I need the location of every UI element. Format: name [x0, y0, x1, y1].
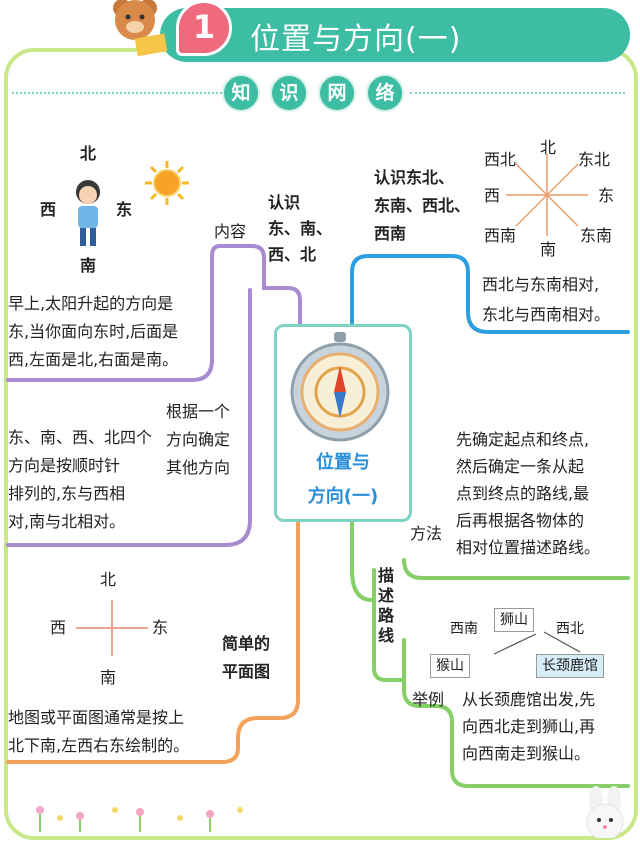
route-arrows — [493, 631, 581, 655]
plan-north-label: 北 — [100, 570, 117, 589]
rose-northwest: 西北 — [484, 150, 517, 169]
example-text-line: 向西南走到猴山。 — [462, 744, 591, 763]
example-text: 从长颈鹿馆出发,先 向西北走到狮山,再 向西南走到猴山。 — [462, 686, 595, 767]
lesson-number-badge: 1 — [176, 0, 232, 56]
plan-axes-diagram — [76, 600, 148, 656]
section-chip: 络 — [366, 74, 404, 112]
method-text-line: 点到终点的路线,最 — [456, 484, 590, 503]
lion-hill-tag: 狮山 — [494, 608, 534, 632]
plan-south-label: 南 — [100, 668, 117, 687]
rose-west: 西 — [484, 186, 501, 205]
sunrise-note-line: 早上,太阳升起的方向是 — [8, 294, 174, 313]
plan-note: 地图或平面图通常是按上 北下南,左西右东绘制的。 — [8, 704, 189, 760]
route-topic-char: 线 — [378, 626, 395, 645]
determine-direction-line: 其他方向 — [166, 458, 231, 477]
method-text: 先确定起点和终点, 然后确定一条从起 点到终点的路线,最 后再根据各物体的 相对… — [456, 426, 600, 561]
content-topic-line: 西、北 — [268, 245, 317, 264]
route-topic-char: 路 — [378, 606, 395, 625]
plan-east-label: 东 — [152, 618, 169, 637]
figure-south-label: 南 — [80, 256, 97, 275]
content-topic-line: 东、南、 — [268, 219, 333, 238]
central-topic-line2: 方向(一) — [307, 486, 379, 507]
section-chip: 识 — [270, 74, 308, 112]
giraffe-house-tag: 长颈鹿馆 — [536, 654, 604, 678]
compass-rose-diagram — [506, 154, 588, 236]
figure-north-label: 北 — [80, 144, 97, 163]
boy-figure-icon — [76, 180, 100, 246]
plan-west-label: 西 — [50, 618, 67, 637]
method-text-line: 后再根据各物体的 — [456, 511, 585, 530]
route-topic-char: 描 — [378, 566, 395, 585]
plan-topic-line: 简单的 — [222, 634, 271, 653]
flowers-decoration-icon — [36, 806, 243, 832]
determine-direction-line: 方向确定 — [166, 430, 231, 449]
determine-direction-label: 根据一个 方向确定 其他方向 — [166, 398, 230, 482]
sunrise-note-line: 东,当你面向东时,后面是 — [8, 322, 179, 341]
sunrise-note-line: 西,左面是北,右面是南。 — [8, 350, 179, 369]
opposite-directions-note: 西北与东南相对, 东北与西南相对。 — [482, 270, 610, 330]
rose-southeast: 东南 — [580, 226, 613, 245]
opposite-directions-line: 东北与西南相对。 — [482, 305, 611, 324]
direction-nw-label: 西北 — [556, 621, 584, 637]
determine-direction-line: 根据一个 — [166, 402, 231, 421]
clockwise-note-line: 排列的,东与西相 — [8, 484, 126, 503]
central-topic-label: 位置与 方向(一) — [274, 446, 412, 514]
route-topic-char: 述 — [378, 586, 395, 605]
rose-east: 东 — [598, 186, 615, 205]
title-banner — [160, 8, 630, 62]
clockwise-note-line: 对,南与北相对。 — [8, 512, 126, 531]
example-label: 举例 — [412, 690, 445, 709]
rose-south: 南 — [540, 240, 557, 259]
divider-right — [410, 92, 625, 94]
route-topic: 描 述 路 线 — [378, 566, 398, 646]
compass-icon — [290, 332, 390, 442]
clockwise-note-line: 方向是按顺时针 — [8, 456, 121, 475]
clockwise-note-line: 东、南、西、北四个 — [8, 428, 153, 447]
eight-direction-topic-line: 西南 — [374, 224, 407, 243]
bear-mascot-icon — [113, 0, 168, 56]
eight-direction-topic-line: 认识东北、 — [374, 168, 455, 187]
figure-east-label: 东 — [116, 200, 133, 219]
method-text-line: 先确定起点和终点, — [456, 430, 590, 449]
method-label: 方法 — [410, 524, 443, 543]
plan-note-line: 地图或平面图通常是按上 — [8, 708, 185, 727]
plan-topic-line: 平面图 — [222, 662, 271, 681]
opposite-directions-line: 西北与东南相对, — [482, 275, 600, 294]
rose-southwest: 西南 — [484, 226, 517, 245]
eight-direction-topic: 认识东北、 东南、西北、 西南 — [374, 164, 470, 248]
page-title: 位置与方向(一) — [250, 22, 462, 57]
bunny-mascot-icon — [586, 786, 624, 838]
example-text-line: 向西北走到狮山,再 — [462, 717, 596, 736]
monkey-hill-tag: 猴山 — [430, 654, 470, 678]
content-topic: 认识 东、南、 西、北 — [268, 190, 332, 268]
rose-north: 北 — [540, 138, 557, 157]
direction-sw-label: 西南 — [450, 621, 478, 637]
rose-northeast: 东北 — [578, 150, 611, 169]
example-text-line: 从长颈鹿馆出发,先 — [462, 690, 596, 709]
clockwise-note: 东、南、西、北四个 方向是按顺时针 排列的,东与西相 对,南与北相对。 — [8, 424, 152, 536]
method-text-line: 相对位置描述路线。 — [456, 538, 601, 557]
method-text-line: 然后确定一条从起 — [456, 457, 585, 476]
content-topic-line: 认识 — [268, 193, 301, 212]
plan-topic: 简单的 平面图 — [222, 630, 270, 686]
content-label: 内容 — [214, 222, 247, 241]
eight-direction-topic-line: 东南、西北、 — [374, 196, 471, 215]
divider-left — [12, 92, 222, 94]
sunrise-note: 早上,太阳升起的方向是 东,当你面向东时,后面是 西,左面是北,右面是南。 — [8, 290, 178, 374]
section-chip: 网 — [318, 74, 356, 112]
plan-note-line: 北下南,左西右东绘制的。 — [8, 736, 190, 755]
sun-icon — [145, 161, 189, 205]
figure-west-label: 西 — [40, 200, 57, 219]
central-topic-line1: 位置与 — [316, 452, 370, 473]
section-chip: 知 — [222, 74, 260, 112]
